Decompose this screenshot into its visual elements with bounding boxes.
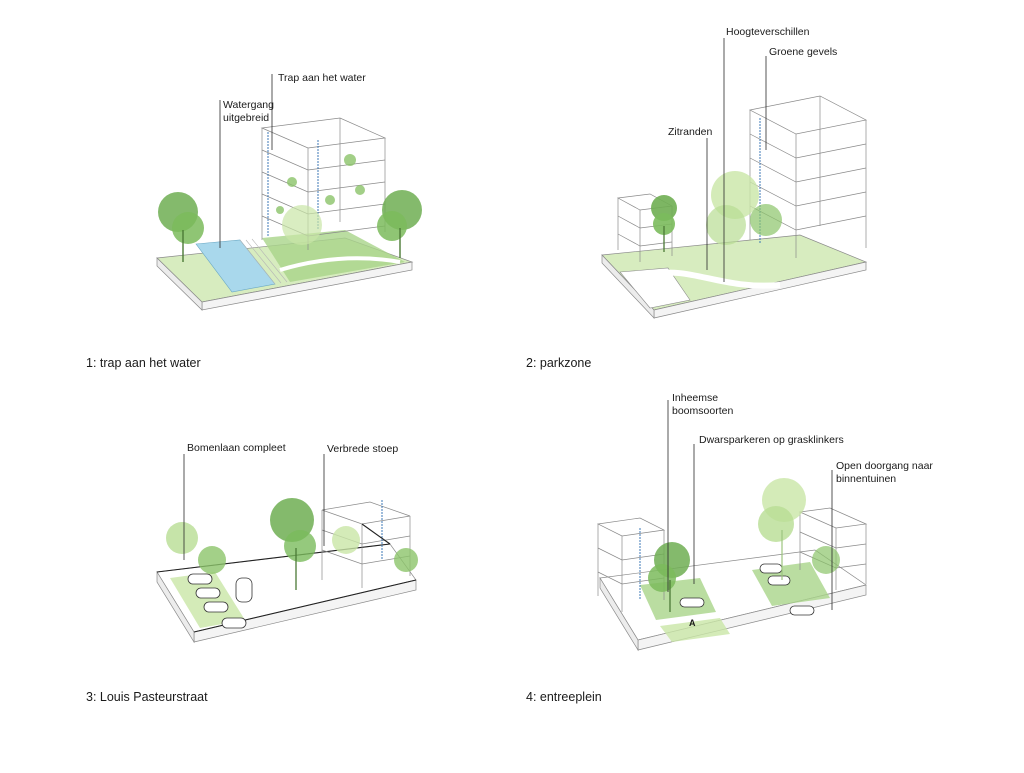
panel-1-drawing <box>156 74 422 311</box>
label-bomenlaan-compleet: Bomenlaan compleet <box>187 442 286 454</box>
panel-2-drawing <box>601 38 868 319</box>
panel-4-drawing <box>596 400 868 652</box>
marker-a: A <box>689 618 696 628</box>
label-hoogteverschillen: Hoogteverschillen <box>726 26 810 38</box>
panel-3-drawing <box>156 454 418 644</box>
caption-panel-2: 2: parkzone <box>526 356 592 370</box>
label-zitranden: Zitranden <box>668 126 713 138</box>
label-trap-aan-het-water: Trap aan het water <box>278 72 366 84</box>
label-verbrede-stoep: Verbrede stoep <box>327 443 399 455</box>
caption-panel-1: 1: trap aan het water <box>86 356 201 370</box>
label-inheemse-boomsoorten: Inheemse boomsoorten <box>672 392 734 417</box>
caption-panel-4: 4: entreeplein <box>526 690 602 704</box>
label-groene-gevels: Groene gevels <box>769 46 838 58</box>
label-open-doorgang: Open doorgang naar binnentuinen <box>836 460 933 485</box>
caption-panel-3: 3: Louis Pasteurstraat <box>86 690 208 704</box>
label-dwarsparkeren: Dwarsparkeren op grasklinkers <box>699 434 844 446</box>
label-watergang-uitgebreid: Watergang uitgebreid <box>223 99 274 124</box>
